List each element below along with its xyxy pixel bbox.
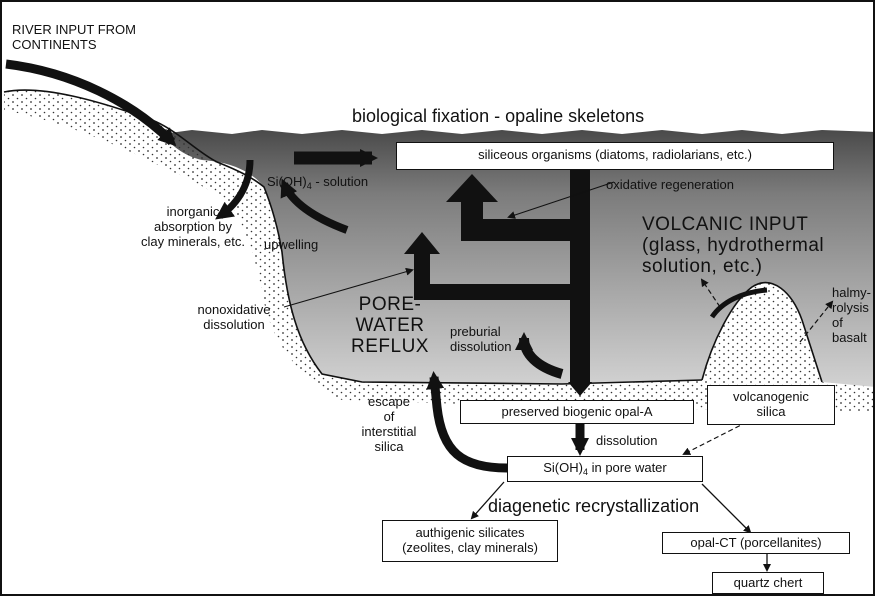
halmyrolysis-arrow: [799, 300, 834, 343]
volcanogenic-silica-box: volcanogenic silica: [707, 385, 835, 425]
volcano-thick-arrow: [709, 287, 768, 319]
escape-arrow: [426, 371, 508, 473]
escape-interstitial-label: escape of interstitial silica: [361, 394, 417, 454]
volcanogenic-dashed-arrow: [682, 421, 748, 455]
oxidative-pointer: [507, 181, 615, 219]
sinking-head: [568, 382, 592, 396]
oxidative-regeneration-label: oxidative regeneration: [606, 177, 734, 192]
biological-fixation-label: biological fixation - opaline skeletons: [352, 106, 645, 126]
upwelling-arrow: [280, 178, 349, 234]
solution-label: Si(OH)4 - solution: [267, 174, 369, 191]
dissolution-label: dissolution: [596, 433, 658, 448]
diagenetic-recrystallization-label: diagenetic recrystallization: [488, 496, 700, 516]
preserved-opal-box: preserved biogenic opal-A: [460, 400, 694, 424]
halmyrolysis-label: halmy- rolysis of basalt: [832, 285, 872, 345]
ocean-water: [162, 130, 873, 387]
inorganic-absorption-label: inorganic absorption by clay minerals, e…: [140, 204, 246, 249]
authigenic-silicates-box: authigenic silicates (zeolites, clay min…: [382, 520, 558, 562]
continental-sediment: [4, 90, 873, 412]
quartz-chert-box: quartz chert: [712, 572, 824, 594]
river-input-label: RIVER INPUT FROM CONTINENTS: [12, 22, 136, 52]
nonoxidative-pointer: [283, 267, 414, 308]
opal-ct-box: opal-CT (porcellanites): [662, 532, 850, 554]
regeneration-up-arrow: [446, 174, 498, 202]
regeneration-branch: [461, 202, 570, 241]
volcanic-input-label: VOLCANIC INPUT (glass, hydrothermal solu…: [642, 214, 825, 277]
pore-water-box: Si(OH)4 in pore water: [507, 456, 703, 482]
reflux-branch: [414, 254, 570, 300]
siliceous-organisms-box: siliceous organisms (diatoms, radiolaria…: [396, 142, 834, 170]
upwelling-label: upwelling: [264, 237, 319, 252]
preburial-dissolution-label: preburial dissolution: [450, 324, 512, 354]
reflux-up-arrow: [404, 232, 440, 254]
nonoxidative-dissolution-label: nonoxidative dissolution: [197, 302, 271, 332]
volcano-outline: [701, 281, 823, 383]
to-opal-ct-arrow: [701, 483, 752, 534]
preburial-arrow: [515, 332, 564, 379]
to-authigenic-arrow: [470, 481, 505, 520]
river-input-arrow: [5, 59, 177, 147]
pore-water-reflux-label: PORE- WATER REFLUX: [351, 294, 429, 357]
volcanic-input-arrow: [700, 278, 721, 308]
inorganic-absorption-arrow: [215, 159, 254, 220]
